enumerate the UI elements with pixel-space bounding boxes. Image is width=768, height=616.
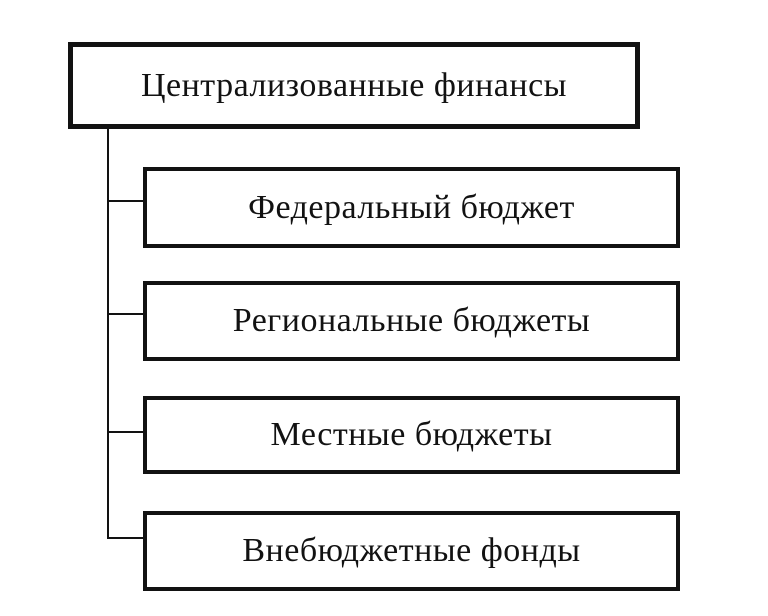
node-label: Внебюджетные фонды xyxy=(242,532,581,570)
node-label: Централизованные финансы xyxy=(140,66,568,104)
connector-trunk-vertical xyxy=(107,128,109,539)
node-extrabudgetary-funds: Внебюджетные фонды xyxy=(143,511,680,591)
node-label: Федеральный бюджет xyxy=(248,188,575,226)
node-federal-budget: Федеральный бюджет xyxy=(143,167,680,248)
node-centralized-finances: Централизованные финансы xyxy=(68,42,640,129)
node-label: Региональные бюджеты xyxy=(232,302,591,340)
connector-branch-local xyxy=(107,431,143,433)
node-local-budgets: Местные бюджеты xyxy=(143,396,680,474)
node-regional-budgets: Региональные бюджеты xyxy=(143,281,680,361)
connector-branch-extrabudgetary xyxy=(107,537,143,539)
node-label: Местные бюджеты xyxy=(270,416,553,454)
connector-branch-federal xyxy=(107,200,143,202)
connector-branch-regional xyxy=(107,313,143,315)
